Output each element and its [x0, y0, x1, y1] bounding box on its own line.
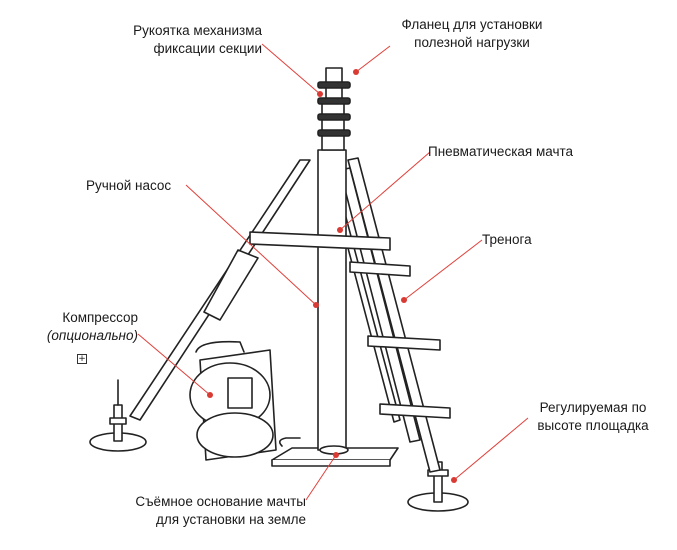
- label-tripod: Тренога: [482, 232, 532, 247]
- tripod-collar: [249, 231, 391, 251]
- locking-rings: [317, 81, 351, 137]
- leader-lines: [137, 43, 529, 501]
- label-adjustable-platform: Регулируемая по высоте площадка: [537, 400, 649, 433]
- label-removable-base: Съёмное основание мачты для установки на…: [135, 494, 306, 527]
- leader-dots: [207, 69, 457, 483]
- platforms: [349, 261, 451, 419]
- label-section-lock-handle: Рукоятка механизма фиксации секции: [133, 23, 262, 56]
- compressor-unit: [189, 340, 277, 461]
- label-hand-pump: Ручной насос: [86, 178, 172, 193]
- label-pneumatic-mast: Пневматическая мачта: [428, 144, 574, 159]
- label-compressor: Компрессор (опционально): [46, 310, 138, 343]
- right-foot-pad: [407, 461, 469, 512]
- mast-tube: [317, 67, 349, 455]
- tripod-legs: [129, 157, 441, 473]
- label-payload-flange: Фланец для установки полезной нагрузки: [401, 17, 543, 50]
- left-foot-pad: [89, 379, 147, 452]
- expand-icon[interactable]: +: [77, 354, 87, 364]
